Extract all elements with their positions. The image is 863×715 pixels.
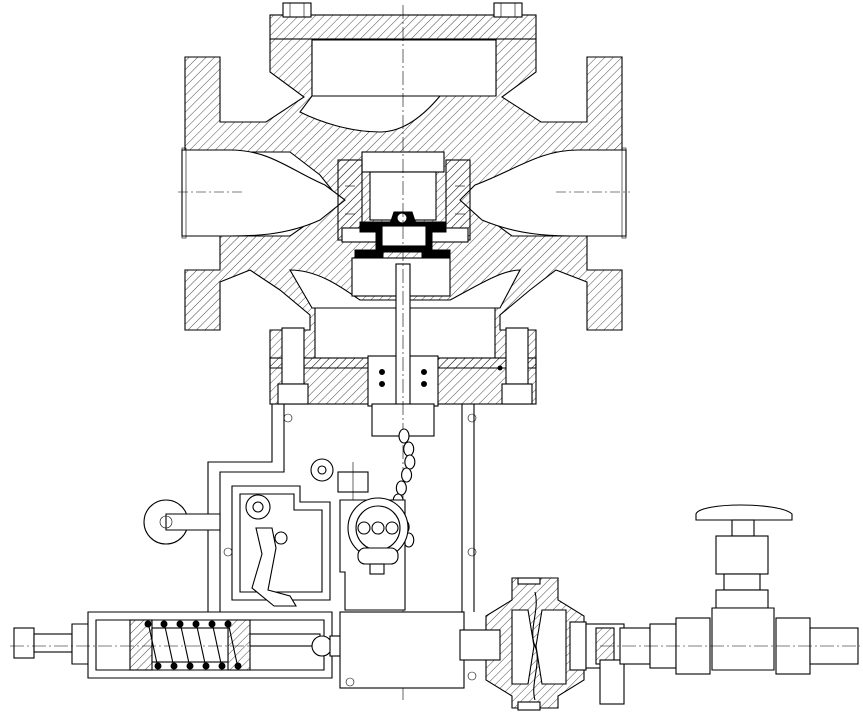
spring-coil-section [224, 620, 232, 628]
chain-link [404, 454, 416, 470]
spring-coil-section [186, 662, 194, 670]
spring-coil [195, 621, 207, 669]
compression-spring [144, 620, 242, 670]
spring-coil-section [192, 620, 200, 628]
spring-coil-section [234, 662, 242, 670]
spring-coil-section [176, 620, 184, 628]
spring-coil-section [154, 662, 162, 670]
spring-coil-section [144, 620, 152, 628]
spring-coil-section [202, 662, 210, 670]
chain-link [401, 467, 413, 483]
spring-coil [227, 621, 239, 669]
diaphragm-chamber [459, 577, 625, 711]
lever-mechanism [143, 458, 409, 611]
spring-coil [179, 621, 191, 669]
chain-link [403, 441, 415, 457]
needle-valve [600, 504, 860, 675]
spring-coil [211, 621, 223, 669]
spring-actuator [10, 611, 481, 689]
spring-coil-section [208, 620, 216, 628]
yoke-bracket [207, 404, 477, 612]
spring-coil [163, 621, 175, 669]
chain-link [398, 428, 410, 444]
spring-coil-section [170, 662, 178, 670]
spring-coil-section [218, 662, 226, 670]
chain-link [395, 480, 407, 496]
spring-coil-section [160, 620, 168, 628]
spring-coil [147, 621, 159, 669]
